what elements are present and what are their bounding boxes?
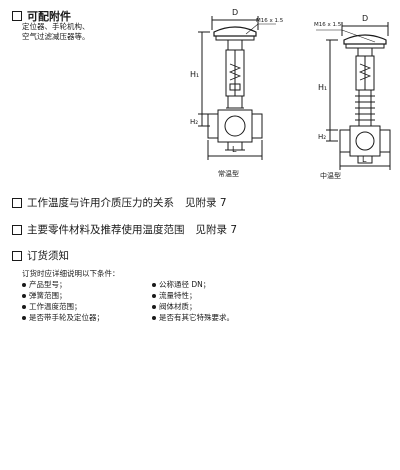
dim-l-label-1: L — [232, 145, 237, 154]
order-item-text: 产品型号； — [29, 280, 67, 289]
thread-label-1: M16 x 1.5 — [256, 18, 284, 24]
dim-h1-label-1: H₁ — [190, 70, 199, 79]
accessories-title-text: 可配附件 — [27, 10, 71, 23]
accessories-line-2: 空气过滤减压器等。 — [22, 32, 90, 41]
normal-temp-valve — [198, 16, 276, 160]
order-intro: 订货时应详细说明以下条件： — [22, 269, 120, 278]
bullet-icon — [22, 293, 26, 298]
checkbox-square-icon — [12, 250, 22, 261]
bullet-icon — [22, 315, 26, 320]
dim-h2-label-1: H₂ — [190, 118, 198, 126]
accessories-line-1: 定位器、手轮机构、 — [22, 22, 90, 31]
section-temp-pressure-ref: 见附录 7 — [185, 197, 227, 209]
dim-h1-label-2: H₁ — [318, 83, 327, 92]
list-item: 阀体材质； — [152, 301, 282, 312]
caption-medium-temp: 中温型 — [320, 171, 341, 180]
order-item-text: 是否有其它特殊要求。 — [159, 313, 234, 322]
accessories-list: 定位器、手轮机构、 空气过滤减压器等。 — [22, 22, 172, 42]
order-item-text: 是否带手轮及定位器； — [29, 313, 104, 322]
caption-normal-temp: 常温型 — [218, 169, 239, 178]
accessories-title: 可配附件 — [12, 8, 71, 24]
list-item: 公称通径 DN； — [152, 279, 282, 290]
section-temp-pressure-title: 工作温度与许用介质压力的关系 — [27, 197, 174, 209]
order-row: 弹簧范围； 流量特性； — [22, 290, 322, 301]
order-row: 产品型号； 公称通径 DN； — [22, 279, 322, 290]
list-item: 产品型号； — [22, 279, 152, 290]
section-materials: 主要零件材料及推荐使用温度范围 见附录 7 — [12, 222, 237, 237]
list-item: 是否有其它特殊要求。 — [152, 312, 282, 323]
list-item: 是否带手轮及定位器； — [22, 312, 152, 323]
thread-label-2: M16 x 1.5 — [314, 22, 342, 28]
order-title-text: 订货须知 — [27, 250, 69, 262]
dim-h2-label-2: H₂ — [318, 133, 326, 141]
checkbox-square-icon — [12, 11, 22, 21]
dim-d-label-1: D — [232, 8, 238, 17]
checkbox-square-icon — [12, 224, 22, 235]
bullet-icon — [22, 304, 26, 309]
order-row: 是否带手轮及定位器； 是否有其它特殊要求。 — [22, 312, 322, 323]
order-title: 订货须知 — [12, 248, 69, 263]
bullet-icon — [152, 293, 156, 298]
list-item: 工作温度范围； — [22, 301, 152, 312]
checkbox-square-icon — [12, 197, 22, 208]
dim-l-label-2: L — [362, 155, 367, 164]
dim-d-label-2: D — [362, 14, 368, 23]
section-temp-pressure: 工作温度与许用介质压力的关系 见附录 7 — [12, 195, 227, 210]
list-item: 弹簧范围； — [22, 290, 152, 301]
medium-temp-valve — [316, 22, 391, 170]
bullet-icon — [152, 282, 156, 287]
bullet-icon — [152, 304, 156, 309]
list-item: 流量特性； — [152, 290, 282, 301]
section-materials-title: 主要零件材料及推荐使用温度范围 — [27, 224, 185, 236]
order-item-text: 弹簧范围； — [29, 291, 67, 300]
order-item-text: 工作温度范围； — [29, 302, 82, 311]
bullet-icon — [22, 282, 26, 287]
order-row: 工作温度范围； 阀体材质； — [22, 301, 322, 312]
order-list: 产品型号； 公称通径 DN； 弹簧范围； 流量特性； 工作温度范围； 阀体材质；… — [22, 279, 322, 323]
order-item-text: 公称通径 DN； — [159, 280, 211, 289]
order-item-text: 流量特性； — [159, 291, 197, 300]
order-item-text: 阀体材质； — [159, 302, 197, 311]
section-materials-ref: 见附录 7 — [195, 224, 238, 236]
valve-drawings: D M16 x 1.5 H₁ H₂ L 常温型 D M16 x 1.5 H₁ H… — [190, 8, 391, 180]
bullet-icon — [152, 315, 156, 320]
